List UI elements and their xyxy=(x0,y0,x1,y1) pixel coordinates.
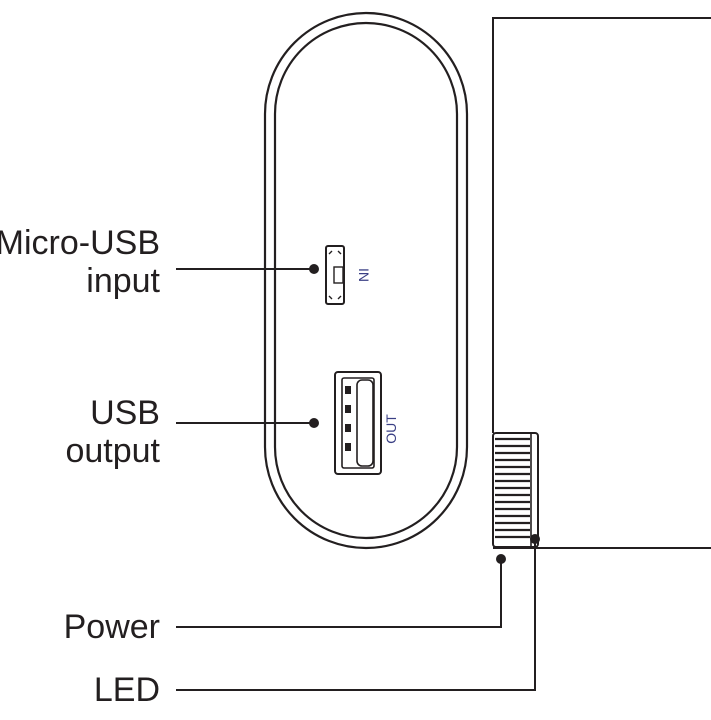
in-port-label: IN xyxy=(356,268,372,282)
usb-output-label: USB output xyxy=(65,394,160,470)
micro-usb-label-line2: input xyxy=(86,262,160,300)
power-leader xyxy=(176,559,502,628)
end-face-inner xyxy=(273,21,459,540)
usb-output-leader-dot xyxy=(309,418,319,428)
micro-usb-label-line1: Micro-USB xyxy=(0,224,160,262)
micro-usb-input-label: Micro-USB input xyxy=(0,224,160,300)
usb-label-line2: output xyxy=(65,432,160,470)
led-leader xyxy=(176,539,536,691)
micro-usb-port xyxy=(325,245,345,305)
end-face-outer xyxy=(263,11,469,550)
usb-a-port xyxy=(334,371,382,475)
end-face xyxy=(263,11,469,550)
power-label: Power xyxy=(63,608,160,646)
usb-label-line1: USB xyxy=(90,394,160,432)
led-label: LED xyxy=(93,671,160,709)
power-leader-dot xyxy=(496,554,506,564)
led-leader-dot xyxy=(530,534,540,544)
power-dial xyxy=(492,432,539,548)
out-port-label: OUT xyxy=(383,414,399,444)
leader-lines xyxy=(176,268,536,691)
micro-usb-leader-dot xyxy=(309,264,319,274)
